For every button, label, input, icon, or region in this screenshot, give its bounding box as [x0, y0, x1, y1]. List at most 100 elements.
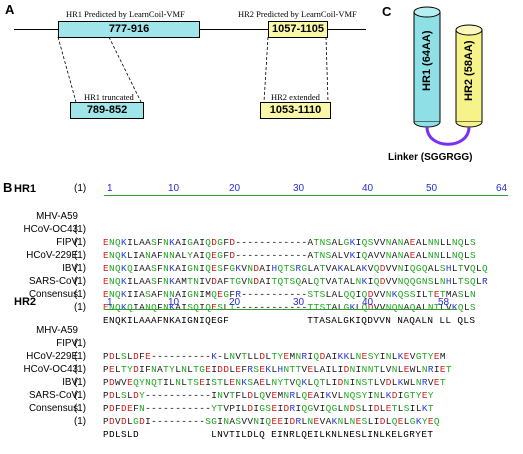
residue: N	[343, 377, 350, 388]
residue: L	[241, 390, 248, 401]
hr2-predicted-box: 1057-1105	[268, 21, 328, 38]
residue: V	[379, 377, 386, 388]
residue: K	[325, 390, 332, 401]
connector-lines	[57, 36, 329, 103]
residue: Q	[301, 390, 308, 401]
residue: T	[427, 289, 434, 300]
residue: D	[379, 263, 386, 274]
residue: K	[349, 237, 356, 248]
hr1-ruler-tick: 50	[426, 183, 438, 194]
residue: -	[175, 390, 182, 401]
residue: D	[211, 237, 218, 248]
residue: -	[217, 351, 224, 362]
hr1-predicted-label: HR1 Predicted by LearnCoil-VMF	[66, 9, 185, 19]
residue: A	[175, 237, 182, 248]
residue: N	[319, 250, 326, 261]
residue: E	[145, 351, 152, 362]
hr2-connector-left	[263, 36, 269, 103]
sequence: ENQKILAASFNKAMTNIVDAFTGVNDAITQTSQALQTVAT…	[103, 275, 488, 288]
residue: T	[187, 276, 194, 287]
residue: V	[385, 364, 392, 375]
residue: T	[457, 276, 464, 287]
residue: N	[355, 377, 362, 388]
sequence: ENQKQIANQFNKAISQIQESLT------------TTSTAL…	[103, 301, 476, 314]
residue: T	[313, 289, 320, 300]
residue: N	[217, 390, 224, 401]
residue: I	[199, 289, 206, 300]
residue: L	[421, 250, 428, 261]
residue: N	[385, 250, 392, 261]
residue: L	[451, 263, 458, 274]
residue: N	[427, 250, 434, 261]
residue: A	[193, 237, 200, 248]
organism-name: Consensus	[28, 289, 78, 300]
row-index: (1)	[74, 377, 86, 388]
residue: L	[169, 377, 176, 388]
residue: E	[259, 364, 266, 375]
residue: N	[385, 237, 392, 248]
residue: -	[241, 289, 248, 300]
residue: -	[289, 289, 296, 300]
residue: E	[103, 276, 110, 287]
residue: Q	[361, 302, 368, 313]
residue: N	[163, 250, 170, 261]
residue: G	[301, 263, 308, 274]
residue: L	[433, 263, 440, 274]
residue: R	[481, 276, 488, 287]
residue: D	[211, 276, 218, 287]
residue: L	[271, 364, 278, 375]
residue: L	[115, 390, 122, 401]
residue: F	[235, 390, 242, 401]
organism-name: HCoV-229E	[26, 351, 78, 362]
residue: T	[337, 276, 344, 287]
residue: T	[313, 250, 320, 261]
residue: V	[343, 250, 350, 261]
hr2-cylinder-top	[455, 24, 483, 36]
panel-b-letter: B	[3, 180, 13, 195]
residue: N	[163, 302, 170, 313]
residue: M	[289, 351, 296, 362]
residue: L	[379, 364, 386, 375]
residue: V	[373, 302, 380, 313]
residue: N	[283, 390, 290, 401]
residue: L	[181, 250, 188, 261]
residue: I	[433, 364, 440, 375]
residue: E	[103, 250, 110, 261]
residue: S	[319, 289, 326, 300]
residue: V	[241, 276, 248, 287]
residue: I	[127, 237, 134, 248]
hr2-ruler-line	[104, 309, 457, 310]
residue: Q	[421, 263, 428, 274]
residue: I	[181, 289, 188, 300]
hr2-predicted-label: HR2 Predicted by LearnCoil-VMF	[238, 9, 357, 19]
residue: -	[253, 237, 260, 248]
residue: S	[325, 237, 332, 248]
residue: N	[355, 276, 362, 287]
residue: Q	[115, 289, 122, 300]
residue: L	[337, 289, 344, 300]
residue: I	[337, 364, 344, 375]
residue: N	[163, 276, 170, 287]
hr2-cylinder-bottom	[455, 121, 483, 128]
residue: S	[151, 237, 158, 248]
residue: T	[319, 377, 326, 388]
residue: -	[283, 289, 290, 300]
organism-name: MHV-A59	[36, 211, 78, 222]
residue: Q	[205, 237, 212, 248]
residue: K	[301, 377, 308, 388]
residue: L	[331, 364, 338, 375]
residue: E	[103, 263, 110, 274]
residue: S	[151, 276, 158, 287]
hr2-row: MHV-A59 (1) PDLSLDFE----------K-LNVTLLDL…	[0, 311, 523, 362]
residue: D	[367, 289, 374, 300]
residue: L	[253, 351, 260, 362]
residue: -	[193, 351, 200, 362]
residue: L	[391, 377, 398, 388]
residue: I	[199, 250, 206, 261]
residue: K	[169, 302, 176, 313]
residue: L	[229, 364, 236, 375]
residue: V	[325, 263, 332, 274]
residue: I	[181, 302, 188, 313]
residue: I	[199, 276, 206, 287]
residue: N	[439, 276, 446, 287]
